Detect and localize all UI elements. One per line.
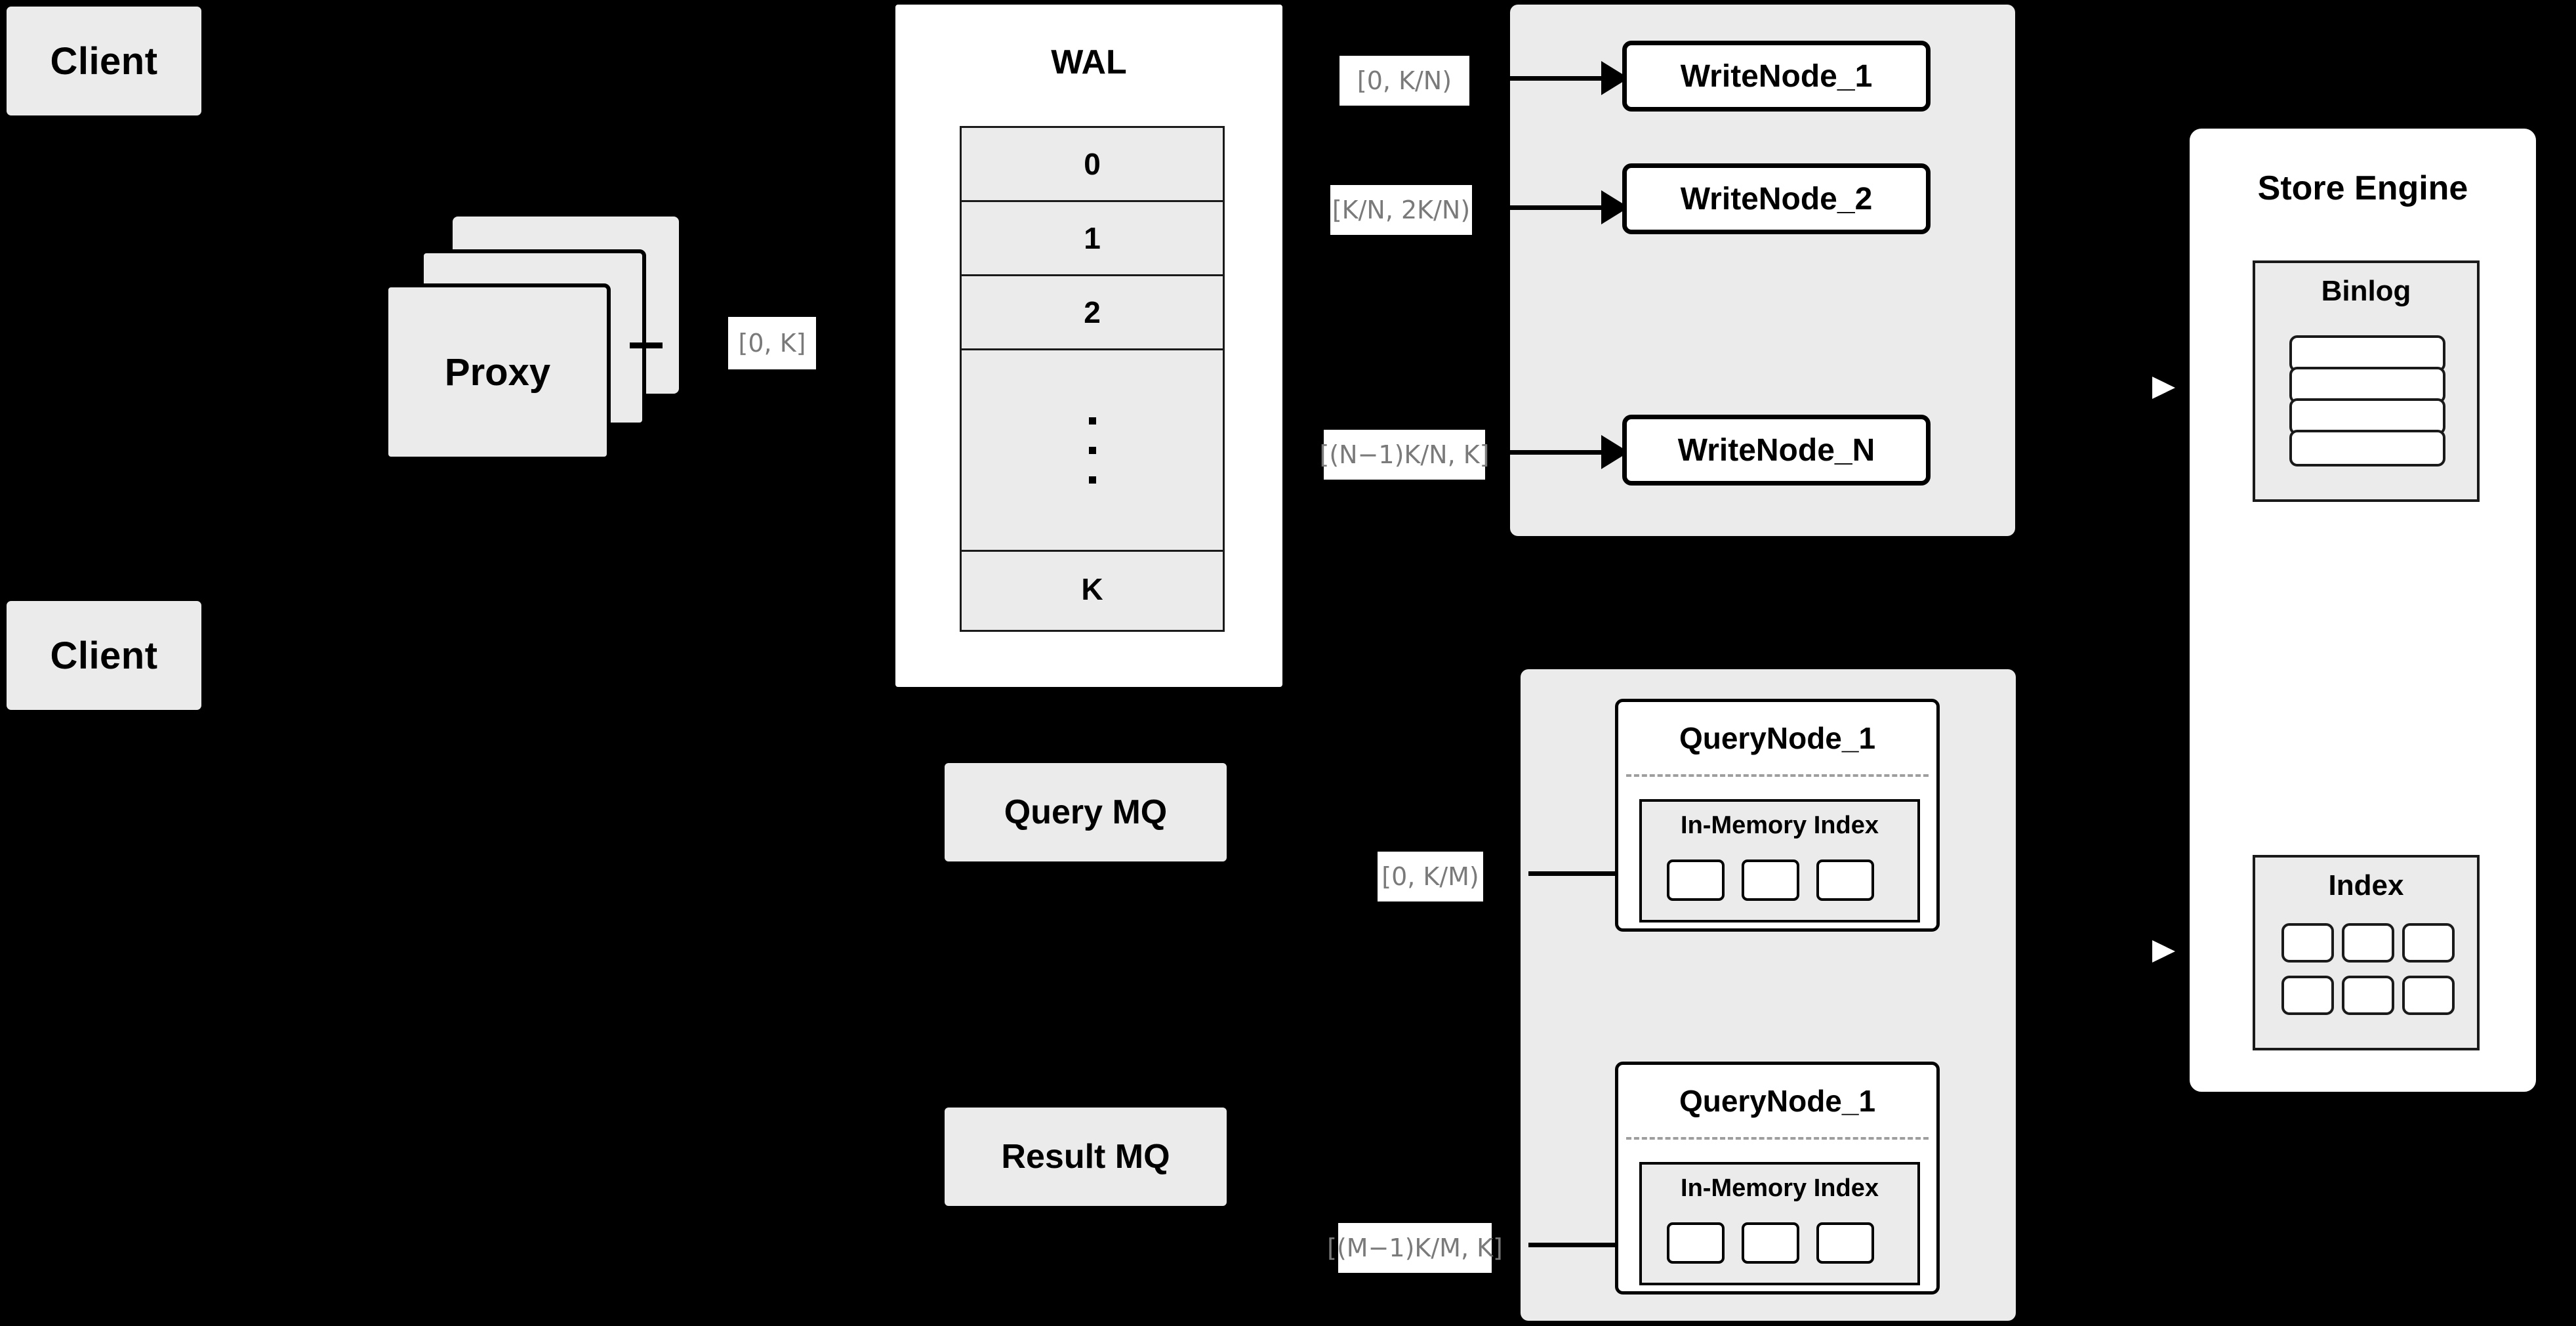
query-node-1-separator bbox=[1626, 774, 1929, 777]
client-box-1[interactable]: Client bbox=[5, 5, 203, 117]
query-mq-label: Query MQ bbox=[1004, 793, 1168, 831]
write-arrow-line-2 bbox=[1507, 205, 1606, 210]
store-engine-title: Store Engine bbox=[2257, 169, 2468, 207]
query-node-2-chip-1 bbox=[1667, 1222, 1725, 1264]
binlog-arrow-line bbox=[2109, 385, 2150, 389]
wal-row-2-value: 2 bbox=[1084, 295, 1101, 329]
write-node-1[interactable]: WriteNode_1 bbox=[1622, 41, 1931, 112]
query-node-2-chip-2 bbox=[1742, 1222, 1799, 1264]
binlog-row-4 bbox=[2289, 430, 2445, 466]
wal-row-0-value: 0 bbox=[1084, 147, 1101, 181]
wal-table: 0 1 2 K bbox=[960, 126, 1225, 632]
write-range-label-n: [(N−1)K/N, K] bbox=[1320, 430, 1489, 480]
client-label-1: Client bbox=[50, 39, 158, 83]
query-node-1[interactable]: QueryNode_1 In-Memory Index bbox=[1615, 699, 1940, 932]
query-range-text-1: [0, K/M) bbox=[1381, 862, 1479, 891]
index-cell-6 bbox=[2402, 976, 2455, 1015]
wal-row-1: 1 bbox=[962, 202, 1223, 276]
query-cluster-ellipsis bbox=[1745, 945, 1810, 1040]
binlog-box: Binlog bbox=[2253, 260, 2480, 502]
write-node-2[interactable]: WriteNode_2 bbox=[1622, 163, 1931, 234]
proxy-box[interactable]: Proxy bbox=[384, 283, 611, 461]
result-mq-label: Result MQ bbox=[1001, 1138, 1170, 1176]
proxy-connector-stub bbox=[630, 342, 663, 348]
write-cluster-ellipsis bbox=[1745, 276, 1810, 371]
query-node-1-chip-3 bbox=[1816, 860, 1874, 901]
write-range-text-2: [K/N, 2K/N) bbox=[1332, 196, 1471, 224]
query-mq-box[interactable]: Query MQ bbox=[945, 763, 1227, 861]
wal-row-k-value: K bbox=[1081, 571, 1103, 606]
write-range-label-1: [0, K/N) bbox=[1339, 56, 1469, 106]
proxy-label: Proxy bbox=[444, 350, 551, 394]
write-arrow-line-n bbox=[1507, 450, 1606, 455]
query-range-text-m: [(M−1)K/M, K] bbox=[1327, 1233, 1503, 1262]
proxy-range-text: [0, K] bbox=[738, 329, 806, 358]
write-range-label-2: [K/N, 2K/N) bbox=[1330, 185, 1472, 235]
query-node-1-chip-2 bbox=[1742, 860, 1799, 901]
write-node-1-label: WriteNode_1 bbox=[1680, 58, 1873, 94]
write-node-n-label: WriteNode_N bbox=[1677, 432, 1875, 468]
index-cell-5 bbox=[2342, 976, 2394, 1015]
index-cell-3 bbox=[2402, 923, 2455, 963]
query-node-2-inmemory-title: In-Memory Index bbox=[1681, 1174, 1879, 1202]
write-range-text-n: [(N−1)K/N, K] bbox=[1319, 440, 1490, 469]
index-cell-2 bbox=[2342, 923, 2394, 963]
wal-row-0: 0 bbox=[962, 128, 1223, 202]
query-node-1-inmemory-index: In-Memory Index bbox=[1639, 799, 1920, 922]
proxy-range-label: [0, K] bbox=[728, 317, 816, 369]
query-node-2-title: QueryNode_1 bbox=[1679, 1084, 1876, 1118]
index-title: Index bbox=[2328, 869, 2404, 901]
wal-title: WAL bbox=[1051, 43, 1127, 81]
index-cell-1 bbox=[2281, 923, 2334, 963]
index-cell-4 bbox=[2281, 976, 2334, 1015]
wal-row-2: 2 bbox=[962, 276, 1223, 350]
query-arrow-line-1 bbox=[1528, 871, 1620, 876]
binlog-title: Binlog bbox=[2321, 275, 2411, 307]
index-arrow-line bbox=[2109, 949, 2150, 953]
wal-row-1-value: 1 bbox=[1084, 221, 1101, 255]
query-range-label-1: [0, K/M) bbox=[1378, 852, 1483, 901]
write-range-text-1: [0, K/N) bbox=[1357, 66, 1452, 95]
write-arrow-line-1 bbox=[1507, 76, 1606, 81]
query-node-1-chip-1 bbox=[1667, 860, 1725, 901]
query-node-2-chip-3 bbox=[1816, 1222, 1874, 1264]
client-label-2: Client bbox=[50, 634, 158, 677]
query-range-label-m: [(M−1)K/M, K] bbox=[1327, 1223, 1503, 1273]
query-node-2-separator bbox=[1626, 1137, 1929, 1140]
query-arrow-line-m bbox=[1528, 1243, 1620, 1247]
query-node-1-inmemory-title: In-Memory Index bbox=[1681, 812, 1879, 839]
wal-row-k: K bbox=[962, 552, 1223, 626]
query-node-2[interactable]: QueryNode_1 In-Memory Index bbox=[1615, 1062, 1940, 1295]
result-mq-box[interactable]: Result MQ bbox=[945, 1108, 1227, 1206]
wal-panel: WAL 0 1 2 K bbox=[895, 5, 1282, 687]
write-node-n[interactable]: WriteNode_N bbox=[1622, 415, 1931, 486]
client-box-2[interactable]: Client bbox=[5, 599, 203, 712]
write-node-2-label: WriteNode_2 bbox=[1680, 181, 1873, 217]
index-box: Index bbox=[2253, 855, 2480, 1050]
query-node-1-title: QueryNode_1 bbox=[1679, 721, 1876, 755]
wal-row-ellipsis bbox=[962, 350, 1223, 552]
query-node-2-inmemory-index: In-Memory Index bbox=[1639, 1162, 1920, 1285]
store-engine-panel: Store Engine Binlog Index bbox=[2190, 129, 2536, 1092]
